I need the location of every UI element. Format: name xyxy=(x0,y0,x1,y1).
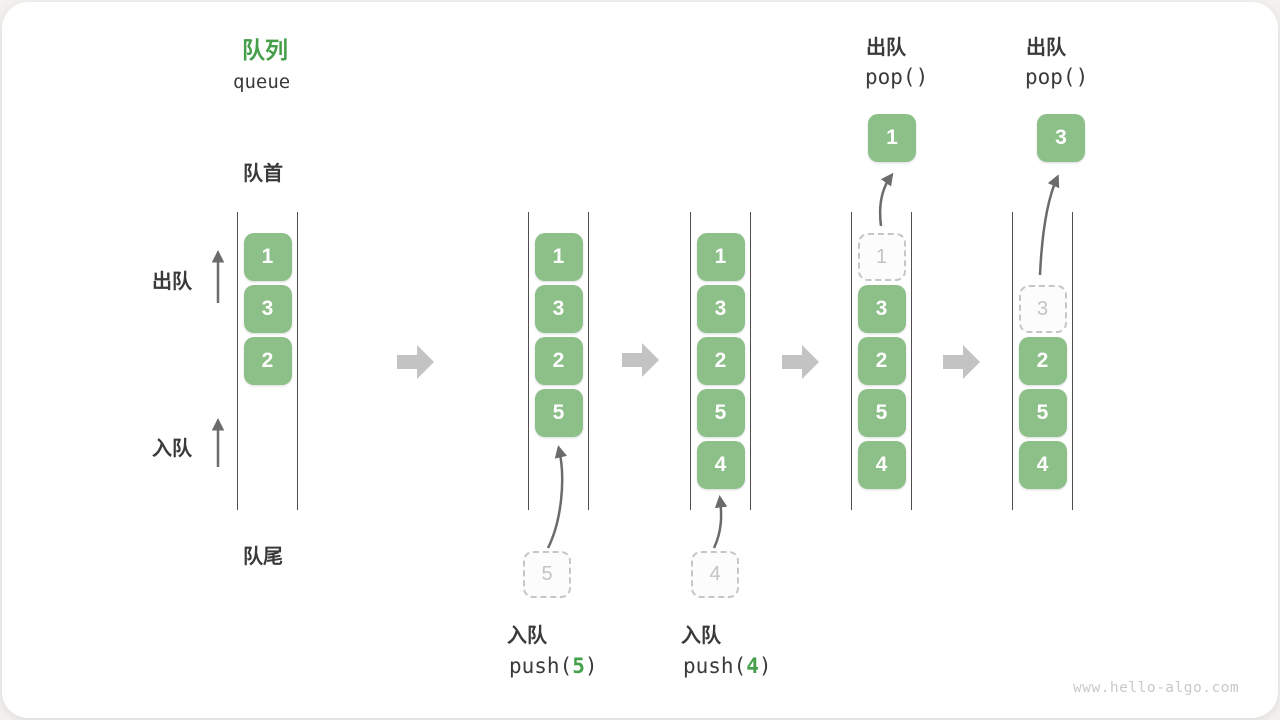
op-call-pre: push( xyxy=(683,654,747,678)
queue-element: 5 xyxy=(1018,389,1067,437)
op-call-post: ) xyxy=(758,654,772,678)
dequeue-op-call: pop() xyxy=(865,65,929,89)
dequeued-slot-ghost: 3 xyxy=(1018,285,1067,333)
queue-element: 1 xyxy=(534,233,583,281)
queue-element: 3 xyxy=(696,285,745,333)
queue-element: 5 xyxy=(696,389,745,437)
queue-element: 2 xyxy=(1018,337,1067,385)
pending-enqueue-element: 5 xyxy=(523,551,571,598)
queue-element: 3 xyxy=(534,285,583,333)
state-transition-arrow-icon xyxy=(397,345,434,379)
dequeue-op-call: pop() xyxy=(1025,65,1089,89)
diagram-title-zh: 队列 xyxy=(242,37,288,63)
queue-element: 2 xyxy=(857,337,906,385)
queue-element: 4 xyxy=(1018,441,1067,489)
label-dequeue-side: 出队 xyxy=(152,271,192,293)
queue-element: 1 xyxy=(696,233,745,281)
op-call-post: ) xyxy=(584,654,598,678)
op-call-pre: push( xyxy=(509,654,573,678)
state-transition-arrow-icon xyxy=(782,345,819,379)
label-queue-rear: 队尾 xyxy=(243,546,283,568)
state-transition-arrow-icon xyxy=(943,345,980,379)
queue-element: 4 xyxy=(857,441,906,489)
queue-element: 5 xyxy=(857,389,906,437)
popped-element: 1 xyxy=(868,114,916,162)
watermark: www.hello-algo.com xyxy=(1073,680,1240,696)
queue-element: 3 xyxy=(857,285,906,333)
dequeue-op-label-zh: 出队 xyxy=(1026,37,1066,59)
label-enqueue-side: 入队 xyxy=(152,438,192,460)
queue-element: 1 xyxy=(243,233,292,281)
queue-column-state-5: 3 2 5 4 xyxy=(1012,212,1073,510)
pending-enqueue-element: 4 xyxy=(691,551,739,598)
enqueue-op-call: push(4) xyxy=(683,654,772,678)
queue-element: 2 xyxy=(696,337,745,385)
queue-column-state-3: 1 3 2 5 4 xyxy=(690,212,751,510)
dequeued-slot-ghost: 1 xyxy=(857,233,906,281)
queue-column-state-4: 1 3 2 5 4 xyxy=(851,212,912,510)
queue-element: 4 xyxy=(696,441,745,489)
popped-element: 3 xyxy=(1037,114,1085,162)
dequeue-op-label-zh: 出队 xyxy=(866,37,906,59)
queue-column-state-1: 1 3 2 xyxy=(237,212,298,510)
queue-element: 3 xyxy=(243,285,292,333)
op-call-arg: 5 xyxy=(572,654,585,678)
enqueue-op-call: push(5) xyxy=(509,654,598,678)
enqueue-op-label-zh: 入队 xyxy=(507,625,547,647)
diagram-title-en: queue xyxy=(233,71,291,93)
queue-element: 2 xyxy=(534,337,583,385)
enqueue-op-label-zh: 入队 xyxy=(681,625,721,647)
queue-column-state-2: 1 3 2 5 xyxy=(528,212,589,510)
label-queue-front: 队首 xyxy=(243,163,283,185)
op-call-arg: 4 xyxy=(746,654,759,678)
queue-element: 5 xyxy=(534,389,583,437)
state-transition-arrow-icon xyxy=(622,343,659,377)
queue-element: 2 xyxy=(243,337,292,385)
